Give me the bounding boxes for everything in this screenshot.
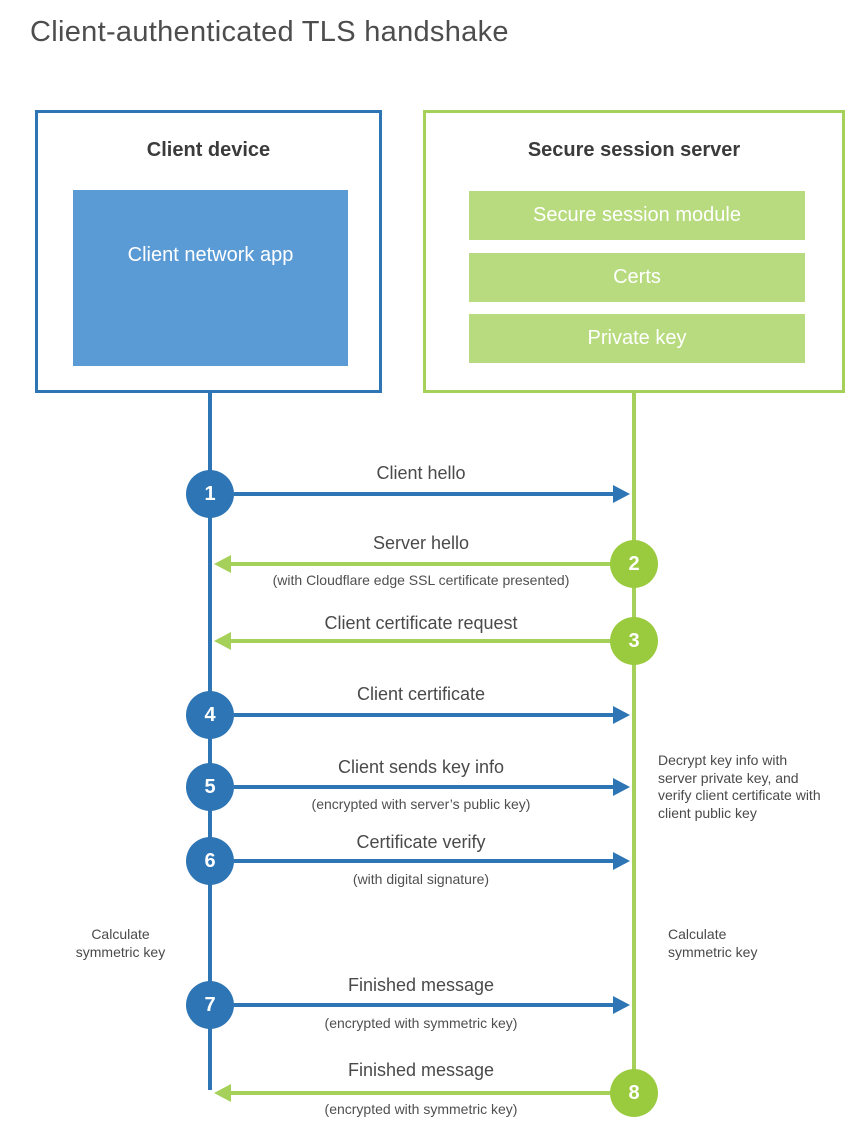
message-sublabel: (encrypted with symmetric key) [324, 1015, 518, 1031]
message-sublabel: (with Cloudflare edge SSL certificate pr… [272, 572, 570, 588]
step-circle: 4 [186, 691, 234, 739]
server-module-bar: Private key [469, 314, 805, 363]
step-circle: 2 [610, 540, 658, 588]
message-arrow [230, 562, 611, 566]
message-label: Client certificate request [324, 613, 518, 633]
server-module-bar: Certs [469, 253, 805, 302]
step-number: 4 [204, 703, 216, 726]
step-number: 5 [204, 775, 216, 798]
message-label: Client sends key info [337, 757, 505, 777]
client-device-title: Client device [146, 139, 271, 161]
message-sublabel: (with digital signature) [352, 871, 490, 887]
arrow-left-icon [214, 632, 231, 650]
message-label: Client hello [376, 463, 466, 483]
arrow-left-icon [214, 555, 231, 573]
decrypt-key-note: Decrypt key info with server private key… [658, 752, 821, 821]
step-number: 8 [628, 1081, 640, 1104]
client-network-app-label: Client network app [127, 244, 294, 266]
message-arrow [234, 859, 615, 863]
step-number: 1 [204, 482, 216, 505]
message-label: Server hello [372, 533, 470, 553]
message-sublabel: (encrypted with server’s public key) [311, 796, 531, 812]
message-arrow [234, 713, 615, 717]
step-circle: 6 [186, 837, 234, 885]
message-label: Client certificate [356, 684, 486, 704]
calculate-symmetric-key-note-server: Calculate symmetric key [668, 926, 758, 960]
step-number: 3 [628, 629, 640, 652]
message-arrow [234, 785, 615, 789]
client-device-box: Client device Client network app [35, 110, 382, 393]
step-circle: 7 [186, 981, 234, 1029]
step-number: 2 [628, 552, 640, 575]
client-lifeline [208, 393, 212, 1090]
message-sublabel: (encrypted with symmetric key) [324, 1101, 518, 1117]
step-circle: 1 [186, 470, 234, 518]
message-label: Certificate verify [356, 832, 486, 852]
server-module-bar: Secure session module [469, 191, 805, 240]
secure-session-server-title: Secure session server [527, 139, 741, 161]
arrow-right-icon [613, 852, 630, 870]
message-arrow [230, 639, 611, 643]
message-arrow [230, 1091, 611, 1095]
server-lifeline [632, 393, 636, 1093]
arrow-right-icon [613, 778, 630, 796]
step-number: 7 [204, 993, 216, 1016]
message-arrow [234, 492, 615, 496]
arrow-right-icon [613, 706, 630, 724]
step-circle: 8 [610, 1069, 658, 1117]
arrow-right-icon [613, 485, 630, 503]
calculate-symmetric-key-note-client: Calculate symmetric key [75, 926, 166, 960]
message-label: Finished message [347, 1060, 495, 1080]
arrow-left-icon [214, 1084, 231, 1102]
arrow-right-icon [613, 996, 630, 1014]
page-title: Client-authenticated TLS handshake [30, 16, 509, 48]
step-circle: 5 [186, 763, 234, 811]
step-circle: 3 [610, 617, 658, 665]
message-label: Finished message [347, 975, 495, 995]
message-arrow [234, 1003, 615, 1007]
step-number: 6 [204, 849, 216, 872]
client-network-app-box: Client network app [73, 190, 348, 366]
secure-session-server-box: Secure session server Secure session mod… [423, 110, 845, 393]
